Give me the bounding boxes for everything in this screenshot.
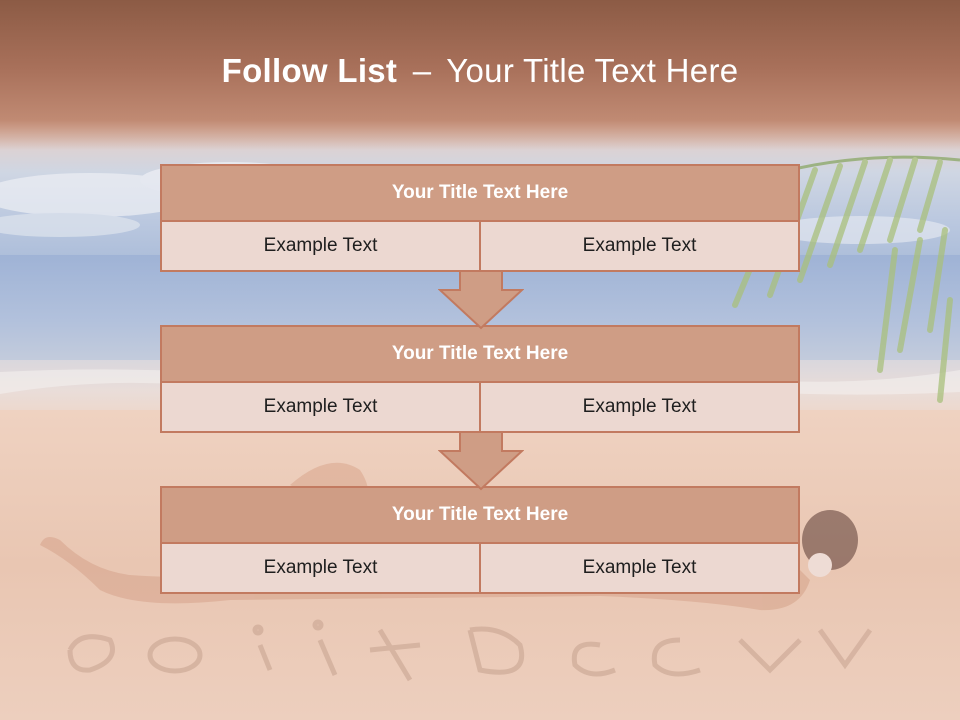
slide-title-separator: –: [412, 52, 432, 89]
down-arrow-icon: [438, 431, 524, 491]
block-title: Your Title Text Here: [162, 327, 798, 383]
block-title: Your Title Text Here: [162, 166, 798, 222]
slide-title-bold: Follow List: [221, 52, 398, 89]
list-block-2: Your Title Text Here Example Text Exampl…: [160, 325, 800, 433]
slide-title-rest: Your Title Text Here: [446, 52, 739, 89]
list-block-1: Your Title Text Here Example Text Exampl…: [160, 164, 800, 272]
block-cell-left: Example Text: [263, 557, 378, 578]
block-cell-right: Example Text: [479, 544, 798, 592]
block-row: Example Text Example Text: [162, 383, 798, 431]
down-arrow-icon: [438, 270, 524, 330]
block-row: Example Text Example Text: [162, 544, 798, 592]
sand-writing: [67, 619, 873, 682]
header-band: [0, 0, 960, 150]
block-cell-right: Example Text: [479, 383, 798, 431]
block-cell-left: Example Text: [263, 396, 378, 417]
list-block-3: Your Title Text Here Example Text Exampl…: [160, 486, 800, 594]
block-cell-right: Example Text: [479, 222, 798, 270]
block-title: Your Title Text Here: [162, 488, 798, 544]
slide-title: Follow List – Your Title Text Here: [0, 52, 960, 90]
block-row: Example Text Example Text: [162, 222, 798, 270]
block-cell-left: Example Text: [263, 235, 378, 256]
